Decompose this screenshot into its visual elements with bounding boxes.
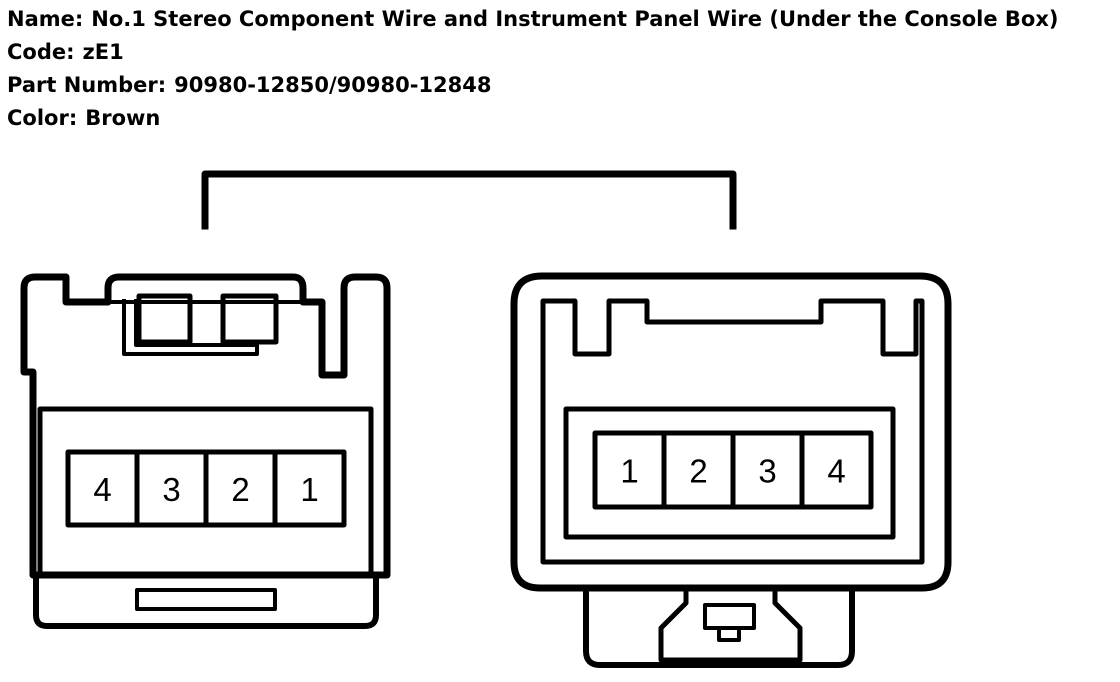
code-row: Code: zE1	[7, 37, 1112, 70]
left-latch-tab-1	[136, 293, 193, 345]
color-label: Color:	[7, 106, 78, 130]
right-connector-body	[510, 272, 952, 592]
color-row: Color: Brown	[7, 103, 1112, 136]
left-pin-number-2: 2	[231, 471, 249, 508]
left-latch-tab-2	[220, 293, 279, 345]
right-pin-number-4: 4	[827, 453, 845, 490]
left-pin-cavity	[272, 449, 347, 528]
left-connector: 4 3 2 1	[20, 273, 391, 629]
right-connector: 1 2 3 4	[510, 272, 952, 668]
right-lock-pin	[717, 626, 741, 642]
name-row: Name: No.1 Stereo Component Wire and Inst…	[7, 4, 1112, 37]
part-number-label: Part Number:	[7, 73, 167, 97]
left-pin-number-1: 1	[300, 471, 318, 508]
mating-bracket	[201, 170, 737, 230]
right-lock-housing	[658, 587, 803, 663]
right-pin-number-3: 3	[758, 453, 776, 490]
left-pin-number-3: 3	[162, 471, 180, 508]
left-pin-cavities: 4 3 2 1	[65, 449, 347, 528]
left-pin-frame	[37, 406, 374, 577]
right-pin-frame	[563, 406, 896, 540]
part-number-row: Part Number: 90980-12850/90980-12848	[7, 70, 1112, 103]
name-label: Name:	[7, 7, 84, 31]
code-value: zE1	[82, 40, 124, 64]
left-latch-inner	[122, 299, 259, 356]
right-pin-cavities: 1 2 3 4	[592, 430, 874, 510]
right-pin-number-2: 2	[689, 453, 707, 490]
right-pin-number-1: 1	[620, 453, 638, 490]
name-value: No.1 Stereo Component Wire and Instrumen…	[91, 7, 1059, 31]
part-number-value: 90980-12850/90980-12848	[174, 73, 492, 97]
code-label: Code:	[7, 40, 75, 64]
left-connector-base	[33, 573, 379, 629]
color-value: Brown	[85, 106, 161, 130]
left-pin-number-4: 4	[93, 471, 111, 508]
connector-info: Name: No.1 Stereo Component Wire and Inst…	[7, 4, 1112, 136]
right-connector-inner-wall	[540, 298, 925, 565]
left-connector-slot	[135, 588, 277, 611]
right-lock-tab	[703, 603, 756, 630]
left-connector-body	[20, 273, 391, 579]
right-pin-cavity	[799, 430, 874, 510]
right-connector-base	[583, 587, 855, 668]
